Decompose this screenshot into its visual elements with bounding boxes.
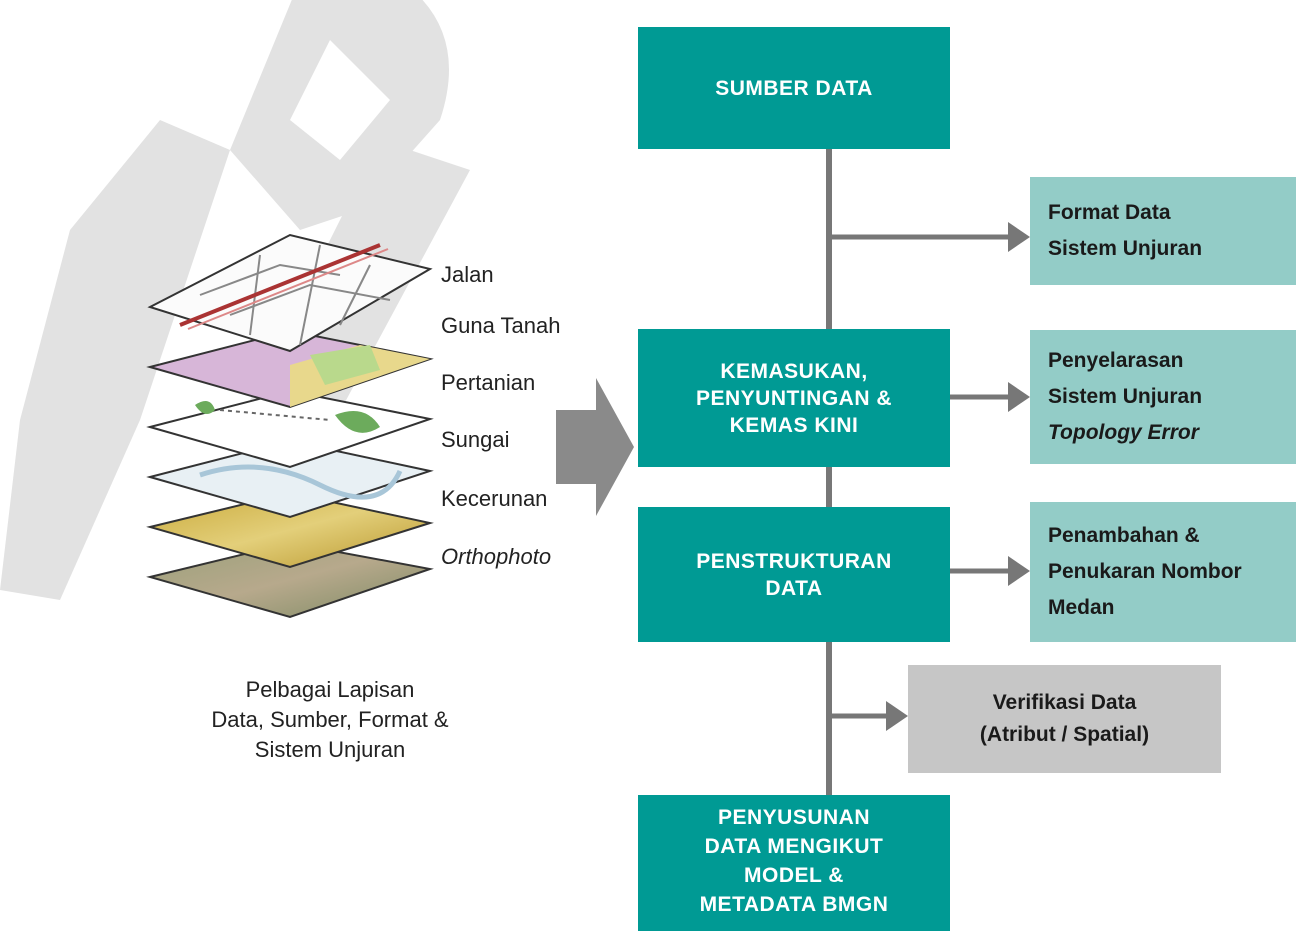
arrowhead-penambahan bbox=[1008, 556, 1030, 586]
step-line: DATA MENGIKUT bbox=[704, 835, 884, 858]
layer-label-sungai: Sungai bbox=[441, 427, 510, 452]
side-line: Penyelarasan bbox=[1048, 349, 1184, 372]
big-arrow-icon bbox=[556, 378, 634, 516]
map-layers-illustration bbox=[146, 233, 434, 619]
verify-line: Verifikasi Data bbox=[992, 691, 1137, 714]
layer-label-kecerunan: Kecerunan bbox=[441, 486, 548, 511]
caption-line: Data, Sumber, Format & bbox=[211, 707, 449, 732]
verify-box: Verifikasi Data (Atribut / Spatial) bbox=[908, 665, 1221, 773]
layers-caption: Pelbagai Lapisan Data, Sumber, Format & … bbox=[150, 675, 510, 765]
step-line: MODEL & bbox=[744, 864, 844, 887]
side-line: Sistem Unjuran bbox=[1048, 385, 1203, 408]
step-penstrukturan: PENSTRUKTURAN DATA bbox=[638, 507, 950, 642]
side-line: Penukaran Nombor bbox=[1048, 560, 1242, 583]
side-line: Format Data bbox=[1048, 201, 1171, 224]
layer-label-guna-tanah: Guna Tanah bbox=[441, 313, 561, 338]
side-penyelarasan: Penyelarasan Sistem Unjuran Topology Err… bbox=[1030, 330, 1296, 464]
step-line: KEMASUKAN, bbox=[720, 359, 868, 383]
step-sumber-data: SUMBER DATA bbox=[638, 27, 950, 149]
verify-line: (Atribut / Spatial) bbox=[979, 723, 1150, 746]
caption-line: Sistem Unjuran bbox=[254, 737, 406, 762]
step-line: PENSTRUKTURAN bbox=[696, 549, 892, 573]
step-kemasukan: KEMASUKAN, PENYUNTINGAN & KEMAS KINI bbox=[638, 329, 950, 467]
side-format-data: Format Data Sistem Unjuran bbox=[1030, 177, 1296, 285]
side-line: Medan bbox=[1048, 596, 1115, 619]
layer-label-orthophoto: Orthophoto bbox=[441, 544, 552, 569]
arrowhead-format bbox=[1008, 222, 1030, 252]
layer-label-jalan: Jalan bbox=[441, 262, 494, 287]
step-line: METADATA BMGN bbox=[699, 893, 889, 916]
layer-label-pertanian: Pertanian bbox=[441, 370, 536, 395]
arrowhead-verifikasi bbox=[886, 701, 908, 731]
step-line: DATA bbox=[765, 576, 823, 600]
step-line: PENYUNTINGAN & bbox=[695, 386, 892, 410]
step-line: SUMBER DATA bbox=[715, 76, 873, 100]
step-line: KEMAS KINI bbox=[729, 413, 859, 437]
side-line: Sistem Unjuran bbox=[1048, 237, 1203, 260]
side-penambahan: Penambahan & Penukaran Nombor Medan bbox=[1030, 502, 1296, 642]
arrowhead-penyelarasan bbox=[1008, 382, 1030, 412]
caption-line: Pelbagai Lapisan bbox=[245, 677, 415, 702]
step-penyusunan: PENYUSUNAN DATA MENGIKUT MODEL & METADAT… bbox=[638, 795, 950, 931]
side-line-italic: Topology Error bbox=[1048, 421, 1199, 444]
step-line: PENYUSUNAN bbox=[717, 806, 870, 829]
side-line: Penambahan & bbox=[1048, 524, 1200, 547]
